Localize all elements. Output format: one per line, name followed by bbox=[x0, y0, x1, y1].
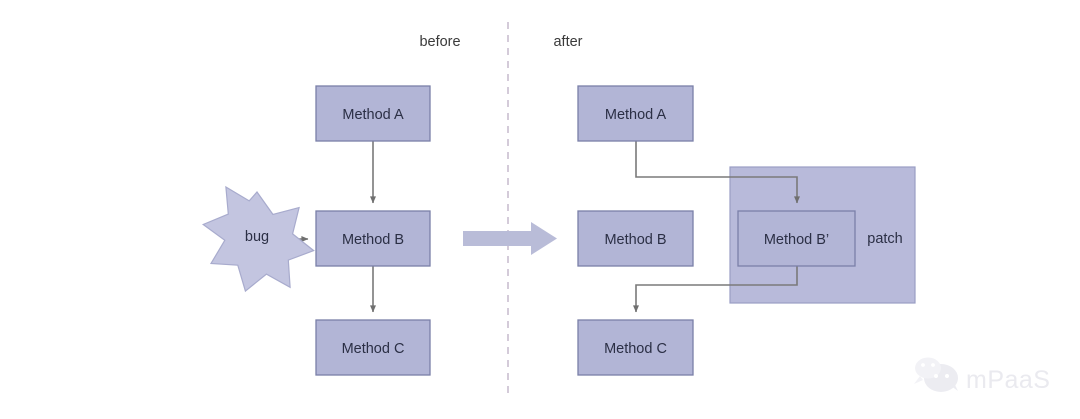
after-method-b-prime[interactable]: Method B’ bbox=[737, 210, 856, 267]
before-method-b-box bbox=[315, 210, 431, 267]
wechat-icon bbox=[914, 357, 958, 392]
edge-a-to-bprime bbox=[635, 141, 801, 204]
before-method-c[interactable]: Method C bbox=[315, 319, 431, 376]
after-method-b-box bbox=[577, 210, 694, 267]
watermark-text: mPaaS bbox=[966, 366, 1050, 394]
edge-bprime-to-c bbox=[633, 266, 798, 313]
before-method-c-label: Method C bbox=[342, 341, 405, 357]
after-method-c-label: Method C bbox=[604, 341, 667, 357]
after-method-b-prime-box bbox=[737, 210, 856, 267]
after-method-a[interactable]: Method A bbox=[577, 85, 694, 142]
before-method-a-box bbox=[315, 85, 431, 142]
bug-label: bug bbox=[245, 229, 269, 245]
patch-label: patch bbox=[867, 231, 902, 247]
before-method-a-label: Method A bbox=[342, 107, 404, 123]
before-panel: bug Method A Method B Method C bbox=[201, 85, 431, 376]
after-method-b-label: Method B bbox=[604, 232, 666, 248]
after-panel: patch Method A Method B Method C bbox=[577, 85, 916, 376]
after-method-b[interactable]: Method B bbox=[577, 210, 694, 267]
section-label-before: before bbox=[419, 34, 460, 50]
bug-star-shape bbox=[201, 185, 315, 293]
after-method-c-box bbox=[577, 319, 694, 376]
transition-arrow-shape bbox=[463, 222, 557, 255]
bug-burst[interactable]: bug bbox=[201, 185, 315, 293]
before-method-c-box bbox=[315, 319, 431, 376]
after-method-a-box bbox=[577, 85, 694, 142]
before-method-a[interactable]: Method A bbox=[315, 85, 431, 142]
section-label-after: after bbox=[553, 34, 582, 50]
mpaas-watermark: mPaaS bbox=[914, 357, 1050, 394]
after-method-b-prime-label: Method B’ bbox=[764, 232, 829, 248]
before-method-b[interactable]: Method B bbox=[315, 210, 431, 267]
after-method-a-label: Method A bbox=[605, 107, 667, 123]
transition-arrow bbox=[463, 222, 557, 255]
before-method-b-label: Method B bbox=[342, 232, 404, 248]
after-method-c[interactable]: Method C bbox=[577, 319, 694, 376]
